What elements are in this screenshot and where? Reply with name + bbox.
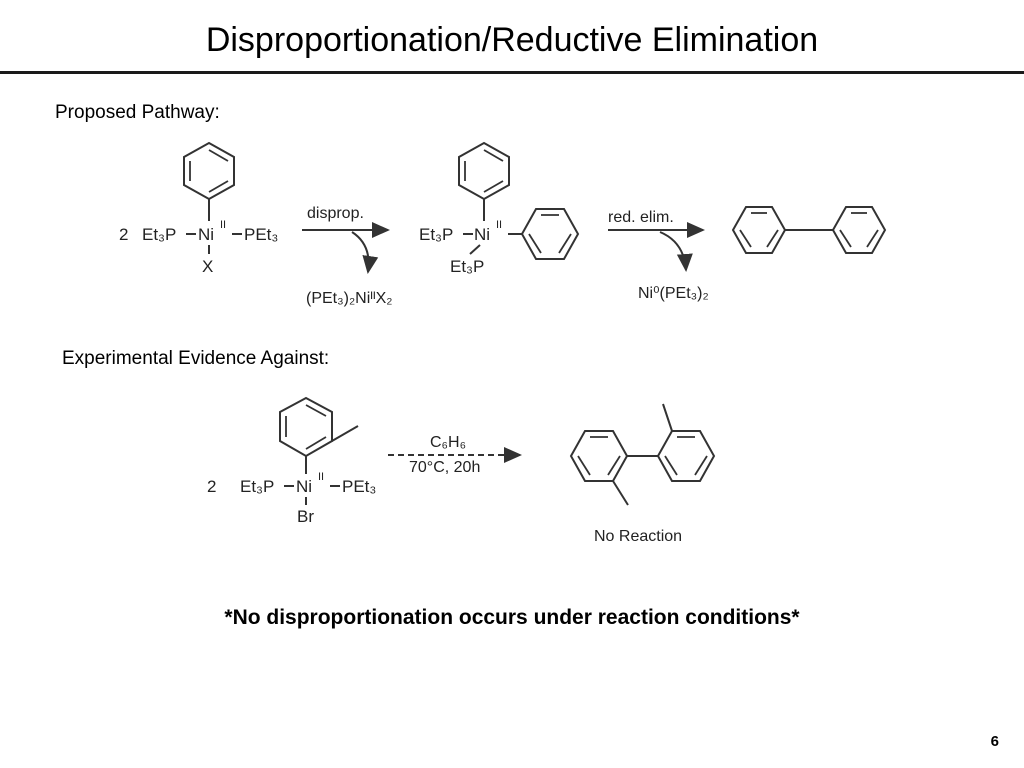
reactant-metal: Ni [198,225,214,244]
disprop-label: disprop. [307,205,364,222]
intermediate-metal: Ni [474,225,490,244]
evidence-left-ligand: Et₃P [240,477,274,496]
tolyl-reactant-ring [279,396,359,458]
intermediate-right-phenyl-ring [520,208,580,260]
intermediate-bottom-ligand: Et₃P [450,257,484,276]
reactant-left-ligand: Et₃P [142,225,176,244]
red-elim-label: red. elim. [608,209,674,226]
conditions-temperature-time: 70°C, 20h [409,459,480,476]
red-elim-side-arrow [659,231,693,272]
reactant-oxidation-state: II [220,219,226,231]
tolyl-methyl-bond [331,425,359,442]
conditions-solvent: C₆H₆ [430,434,466,451]
reactant-halide: X [202,257,213,276]
conclusion-statement: *No disproportionation occurs under reac… [224,606,800,629]
no-reaction-label: No Reaction [594,528,682,545]
evidence-right-ligand: PEt₃ [342,477,376,496]
dimethylbiphenyl-product [569,403,716,506]
evidence-oxidation-state: II [318,471,324,483]
evidence-coefficient: 2 [207,477,216,496]
red-elim-byproduct: Ni⁰(PEt₃)₂ [638,285,709,302]
reactant-right-ligand: PEt₃ [244,225,278,244]
evidence-metal: Ni [296,477,312,496]
intermediate-ni-p-bond [469,244,481,255]
evidence-halide: Br [297,507,314,526]
intermediate-oxidation-state: II [496,219,502,231]
page-number: 6 [990,733,999,750]
evidence-against-label: Experimental Evidence Against: [62,348,330,369]
intermediate-left-ligand: Et₃P [419,225,453,244]
reactant-coefficient: 2 [119,225,128,244]
disprop-side-arrow [351,231,379,274]
reactant-phenyl-ring [183,141,235,201]
slide-title: Disproportionation/Reductive Elimination [205,21,819,59]
proposed-pathway-label: Proposed Pathway: [55,102,220,123]
title-divider [0,71,1024,74]
disprop-byproduct: (PEt₃)₂NiᴵᴵX₂ [306,290,393,307]
intermediate-top-phenyl-ring [458,141,510,201]
biphenyl-product [731,206,887,254]
